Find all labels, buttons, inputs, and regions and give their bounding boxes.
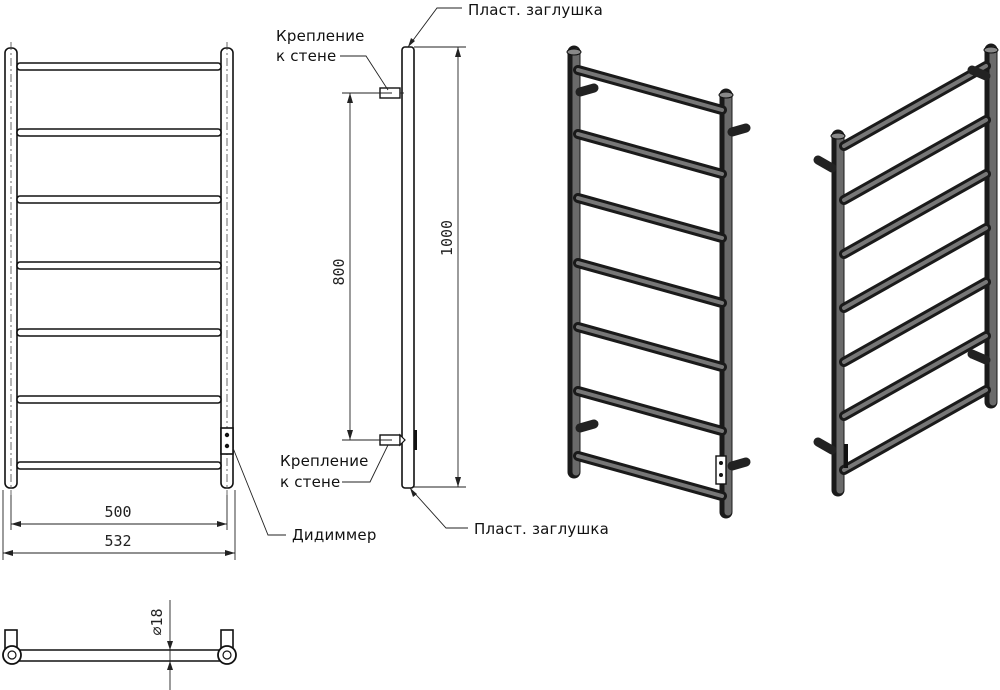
dimmer-label: Дидиммер [292, 526, 377, 544]
mount-bottom-label-line2: к стене [280, 473, 340, 491]
top-view: ⌀18 [2, 600, 237, 690]
front-view: 500 532 Дидиммер [2, 42, 377, 560]
mount-bottom-leader [342, 444, 389, 483]
cap-bottom-label: Пласт. заглушка [474, 520, 609, 538]
iso-view-front [566, 45, 751, 519]
cap-top-label: Пласт. заглушка [468, 1, 603, 19]
dimension-1000: 1000 [414, 46, 466, 488]
dim-1000-label: 1000 [438, 220, 456, 256]
dimension-500: 500 [10, 495, 228, 530]
dim-500-label: 500 [104, 503, 131, 521]
iso-front-rungs [573, 65, 727, 501]
dim-800-label: 800 [330, 258, 348, 285]
front-dimmer-box [220, 427, 234, 455]
side-view: 800 1000 Пласт. заглушка Крепление к сте… [276, 1, 609, 538]
mount-top-label-line2: к стене [276, 47, 336, 65]
iso-view-angled [813, 43, 999, 497]
cap-bottom-leader [409, 487, 468, 529]
dim-532-label: 532 [104, 532, 131, 550]
top-view-rung [11, 649, 230, 662]
dimmer-leader [232, 447, 286, 536]
dim-diameter-label: ⌀18 [148, 608, 166, 635]
mount-top-label-line1: Крепление [276, 27, 365, 45]
dimension-diameter: ⌀18 [148, 600, 173, 690]
cap-top-leader [407, 7, 462, 48]
mount-top-leader [340, 55, 389, 91]
front-rungs [16, 62, 222, 470]
mount-bottom-label-line1: Крепление [280, 452, 369, 470]
dimension-532: 532 [2, 490, 236, 560]
iso-angled-rungs [839, 61, 991, 475]
dimension-800: 800 [330, 92, 392, 441]
side-upright [401, 46, 415, 489]
